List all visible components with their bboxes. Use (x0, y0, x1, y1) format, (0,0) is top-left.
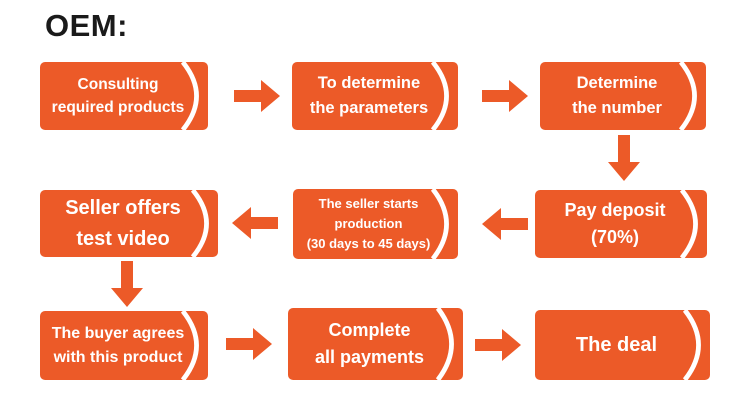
step-label: The buyer agrees with this product (40, 322, 208, 370)
step-label-line: To determine (317, 74, 421, 93)
page-title: OEM: (45, 8, 128, 43)
step-label: Consulting required products (40, 73, 208, 120)
step-label-line: (70%) (590, 227, 639, 247)
flow-step-test-video: Seller offers test video (40, 190, 218, 257)
step-label-line: all payments (314, 347, 425, 367)
step-label: The seller starts production (30 days to… (293, 194, 458, 254)
flow-arrow-right-icon (475, 329, 521, 361)
step-label-line: Determine (576, 74, 658, 93)
step-label-line: Consulting (77, 75, 159, 93)
step-label-line: The deal (575, 334, 658, 356)
step-label: To determine the parameters (292, 71, 458, 121)
flow-step-deposit: Pay deposit (70%) (535, 190, 707, 258)
step-label-line: the parameters (309, 99, 429, 117)
flow-step-number: Determine the number (540, 62, 706, 130)
step-label-line: The seller starts (318, 195, 419, 211)
flow-arrow-left-icon (482, 208, 528, 240)
ribbon-arc-icon (430, 62, 449, 130)
ribbon-arc-icon (679, 190, 698, 258)
flow-arrow-down-icon (608, 135, 640, 181)
step-label-line: production (334, 215, 403, 231)
flow-step-deal: The deal (535, 310, 710, 380)
step-label: The deal (535, 330, 710, 360)
flow-step-complete-payments: Complete all payments (288, 308, 463, 380)
flow-arrow-down-icon (111, 261, 143, 307)
ribbon-arc-icon (180, 62, 199, 130)
step-label-line: Complete (328, 320, 411, 340)
step-label: Seller offers test video (40, 193, 218, 255)
ribbon-arc-icon (678, 62, 697, 130)
flow-arrow-right-icon (226, 328, 272, 360)
step-label: Complete all payments (288, 317, 463, 371)
step-label-line: Seller offers (65, 196, 181, 219)
step-label-line: required products (51, 99, 185, 116)
step-label: Pay deposit (70%) (535, 197, 707, 251)
flow-arrow-right-icon (482, 80, 528, 112)
ribbon-arc-icon (180, 311, 199, 380)
step-label-line: (30 days to 45 days) (306, 236, 431, 252)
flow-arrow-left-icon (232, 207, 278, 239)
step-label-line: The buyer agrees (51, 324, 185, 342)
flow-step-buyer-agrees: The buyer agrees with this product (40, 311, 208, 380)
ribbon-arc-icon (190, 190, 209, 257)
step-label-line: test video (76, 227, 170, 250)
flow-step-production: The seller starts production (30 days to… (293, 189, 458, 259)
step-label-line: Pay deposit (564, 200, 666, 220)
step-label-line: the number (572, 99, 662, 117)
step-label: Determine the number (540, 71, 706, 121)
ribbon-arc-icon (435, 308, 454, 380)
flow-step-parameters: To determine the parameters (292, 62, 458, 130)
step-label-line: with this product (53, 348, 183, 366)
ribbon-arc-icon (682, 310, 701, 380)
ribbon-arc-icon (430, 189, 449, 259)
flow-step-consulting: Consulting required products (40, 62, 208, 130)
flow-arrow-right-icon (234, 80, 280, 112)
